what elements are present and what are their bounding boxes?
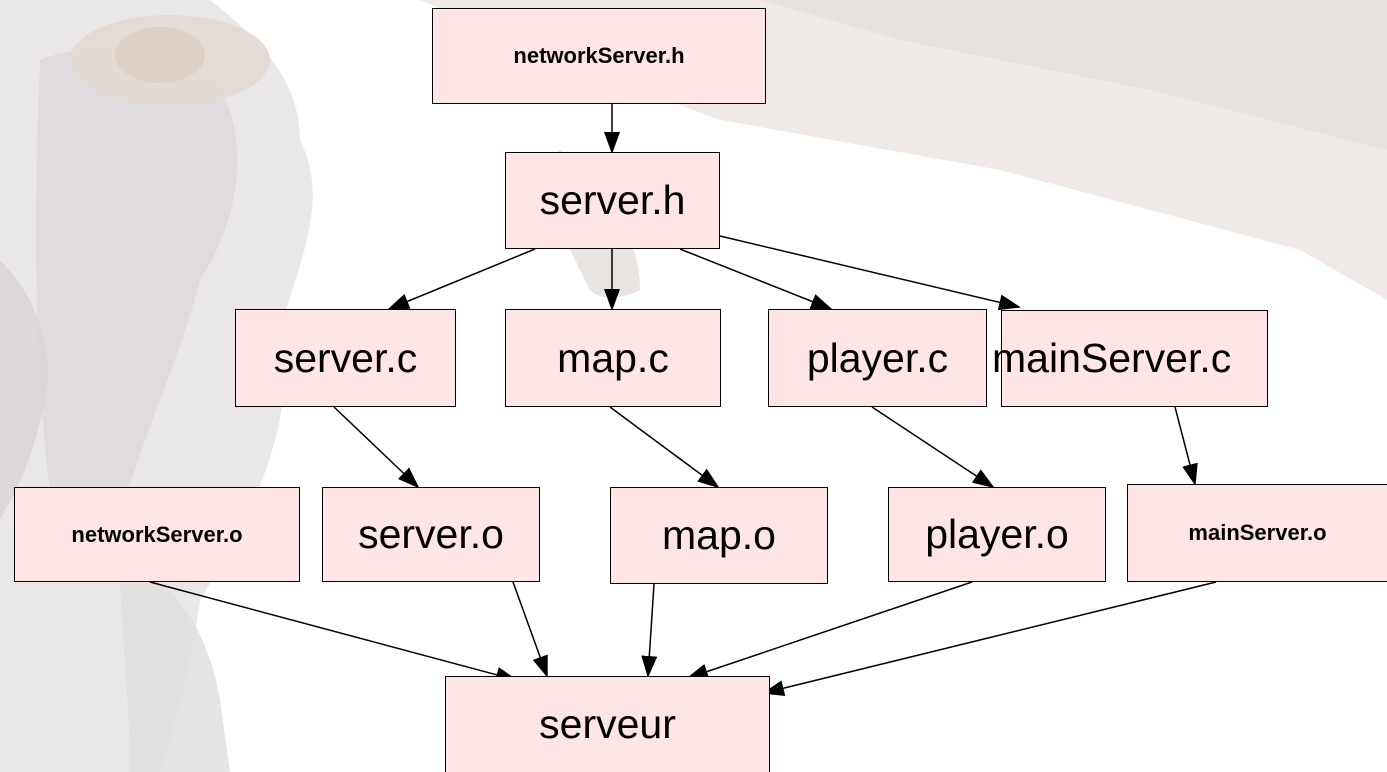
node-networkserver-o: networkServer.o: [14, 487, 300, 582]
node-server-h: server.h: [505, 152, 720, 249]
node-mainserver-o: mainServer.o: [1127, 484, 1387, 582]
node-label: map.c: [557, 334, 669, 381]
node-label: networkServer.o: [71, 521, 243, 547]
node-label: mainServer.o: [1188, 520, 1327, 545]
node-label: serveur: [539, 701, 676, 747]
node-label: player.c: [806, 334, 949, 381]
node-map-c: map.c: [505, 309, 721, 407]
node-player-c: player.c: [768, 309, 987, 407]
node-server-c: server.c: [235, 309, 456, 407]
node-server-o: server.o: [322, 487, 540, 582]
arrow-map-o-to-serveur: [641, 583, 658, 678]
arrow-mainserver-c-to-mainserver-o: [1174, 406, 1198, 486]
arrow-player-o-to-serveur: [686, 581, 973, 680]
arrow-server-c-to-server-o: [333, 406, 420, 489]
arrow-player-c-to-player-o: [871, 406, 995, 489]
node-player-o: player.o: [888, 487, 1106, 582]
node-mainserver-c: mainServer.c: [992, 310, 1268, 407]
arrow-server-h-to-mainserver-c: [719, 235, 1021, 311]
node-serveur: serveur: [445, 676, 770, 772]
arrow-server-h-to-server-c: [387, 248, 536, 310]
node-label: networkServer.h: [513, 43, 685, 68]
node-label: server.c: [273, 334, 418, 381]
node-label: mainServer.c: [992, 335, 1232, 381]
arrow-map-c-to-map-o: [609, 406, 720, 489]
arrow-server-h-to-player-c: [679, 248, 833, 310]
node-label: server.h: [539, 177, 686, 223]
arrow-mainserver-o-to-serveur: [762, 581, 1217, 696]
node-label: server.o: [358, 511, 504, 557]
arrow-networkserver-o-to-serveur: [149, 581, 518, 683]
node-map-o: map.o: [610, 487, 828, 584]
node-label: map.o: [662, 512, 776, 558]
arrow-server-o-to-serveur: [512, 581, 548, 678]
node-label: player.o: [925, 511, 1069, 557]
node-networkserver-h: networkServer.h: [432, 8, 766, 104]
